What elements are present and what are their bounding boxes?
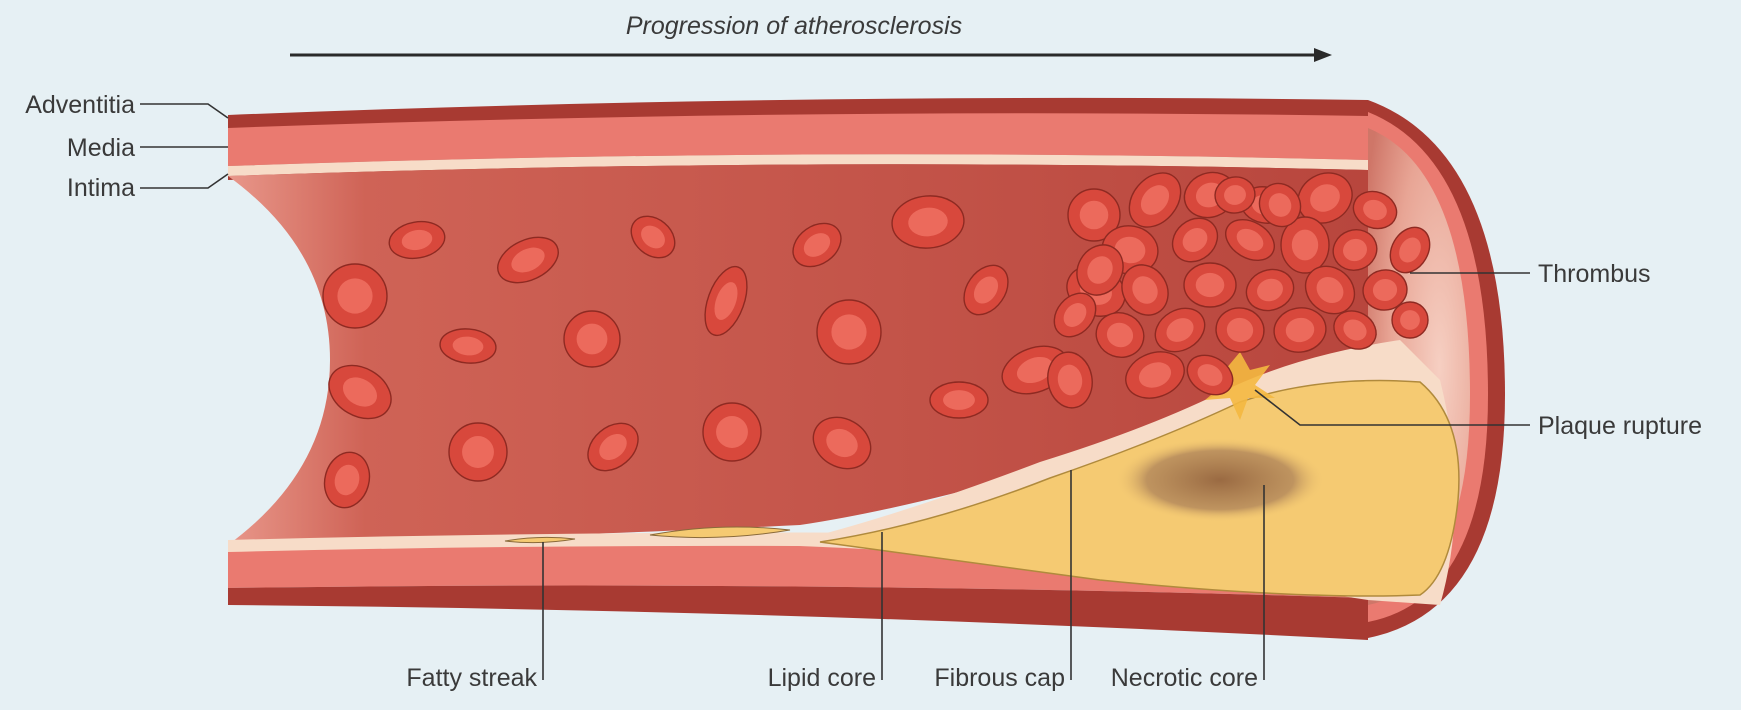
label-adventitia: Adventitia — [25, 91, 135, 119]
plaque-rupture-spot — [1205, 352, 1275, 420]
thrombus-cell — [1214, 176, 1256, 214]
thrombus-cell — [1121, 264, 1169, 316]
thrombus-cell — [1258, 182, 1302, 228]
fatty-streak-1 — [504, 536, 576, 544]
thrombus-cell — [1245, 268, 1295, 312]
top-wall-intima — [228, 154, 1368, 176]
thrombus-cell — [1171, 217, 1219, 263]
label-fibrous-cap: Fibrous cap — [934, 664, 1065, 692]
thrombus-cell — [1273, 307, 1327, 353]
red-blood-cell — [816, 299, 882, 365]
leader-lines — [140, 103, 1530, 680]
necrotic-core — [1115, 438, 1325, 522]
red-blood-cell — [792, 222, 842, 268]
thrombus-cluster — [1053, 171, 1431, 399]
thrombus-cell — [1352, 190, 1398, 230]
red-blood-cell — [1047, 351, 1093, 409]
thrombus-cell — [1076, 244, 1124, 296]
red-blood-cell — [812, 416, 872, 470]
label-thrombus: Thrombus — [1538, 260, 1651, 288]
thrombus-cell — [1225, 219, 1275, 261]
thrombus-cell — [1154, 307, 1206, 353]
red-blood-cell — [563, 310, 621, 368]
red-blood-cell — [587, 422, 639, 472]
red-blood-cell — [448, 422, 508, 482]
red-blood-cell — [497, 236, 559, 284]
progression-arrow — [290, 48, 1332, 62]
red-blood-cell — [702, 402, 762, 462]
top-wall-media — [228, 113, 1368, 166]
label-intima: Intima — [67, 174, 135, 202]
label-media: Media — [67, 134, 135, 162]
thrombus-cell — [1333, 310, 1377, 350]
thrombus-cell — [1280, 216, 1330, 274]
red-blood-cell — [630, 215, 676, 259]
thrombus-cell — [1362, 269, 1408, 311]
thrombus-cell — [1125, 351, 1185, 399]
thrombus-cell — [1053, 292, 1097, 338]
diagram-title: Progression of atherosclerosis — [626, 12, 962, 40]
red-blood-cell — [328, 364, 392, 420]
label-plaque-rupture: Plaque rupture — [1538, 412, 1702, 440]
thrombus-cell — [1391, 301, 1429, 339]
thrombus-cell — [1332, 229, 1378, 271]
thrombus-cell — [1215, 307, 1265, 353]
thrombus-cell — [1067, 188, 1121, 242]
thrombus-cell — [1186, 354, 1234, 396]
red-blood-cell — [704, 265, 748, 337]
label-fatty-streak: Fatty streak — [406, 664, 537, 692]
label-lipid-core: Lipid core — [768, 664, 876, 692]
red-blood-cell — [323, 451, 371, 509]
thrombus-cell — [1183, 262, 1237, 308]
red-blood-cell — [891, 195, 965, 249]
thrombus-cell — [1304, 265, 1356, 315]
red-blood-cell — [963, 264, 1009, 316]
thrombus-cell — [1095, 312, 1145, 358]
bottom-wall-adventitia — [228, 585, 1368, 640]
red-blood-cell — [439, 328, 497, 364]
red-blood-cell — [929, 381, 989, 419]
thrombus-cell — [1128, 172, 1182, 228]
red-blood-cell — [322, 263, 388, 329]
thrombus-cell — [1297, 172, 1353, 224]
fatty-streak-2 — [649, 526, 791, 539]
red-blood-cell — [388, 220, 446, 260]
thrombus-cell — [1389, 226, 1431, 274]
label-necrotic-core: Necrotic core — [1111, 664, 1258, 692]
